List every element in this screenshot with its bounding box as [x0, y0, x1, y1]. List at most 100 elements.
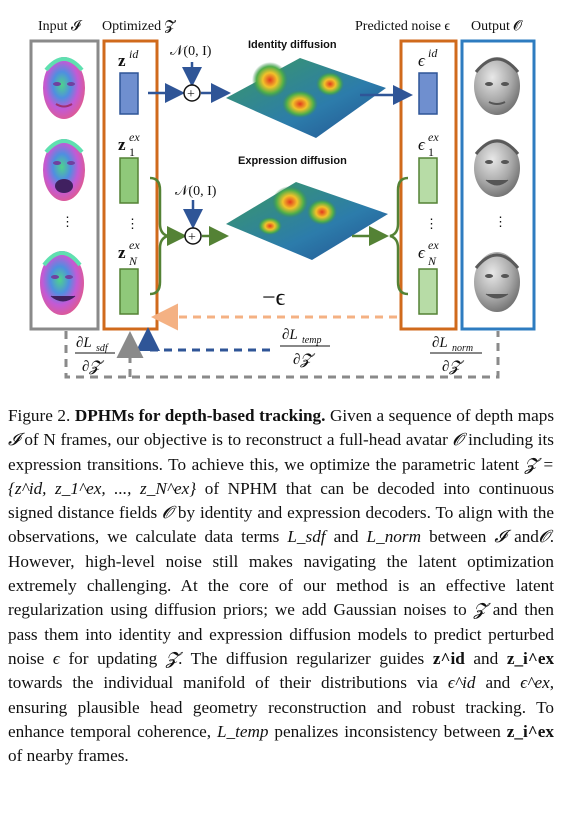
caption-text: of nearby frames.	[8, 746, 129, 766]
eps-id-sup: id	[428, 46, 438, 60]
z-id-latent	[119, 72, 139, 115]
z-id-sup: id	[129, 47, 139, 61]
eps-exN-label: ϵ	[418, 243, 426, 262]
caption-sym: 𝓩 = {z^id, z_1^ex, ..., z_N^ex}	[8, 454, 554, 498]
z-dots: ⋮	[126, 216, 139, 231]
caption-sym: ϵ	[52, 648, 60, 668]
z-ex1-label: z	[118, 135, 126, 154]
caption-sym: L_sdf	[287, 527, 326, 547]
lsdf-den: ∂𝓩	[82, 359, 104, 375]
caption-text: by identity and expression decoders. To …	[8, 503, 554, 547]
ltemp-sub: temp	[302, 335, 321, 346]
gaussian-label-expression: 𝒩(0, I)	[175, 184, 217, 199]
caption-sym: L_norm	[366, 527, 421, 547]
z-ex1-sub: 1	[129, 145, 135, 159]
eps-ex1-sub: 1	[428, 145, 434, 159]
z-exN-sub: N	[128, 254, 138, 268]
plus-node-expression	[184, 227, 202, 245]
caption-sym: 𝓞	[452, 430, 464, 450]
figure-caption: Figure 2. DPHMs for depth-based tracking…	[8, 404, 554, 768]
caption-sym: 𝓞	[162, 503, 173, 523]
output-box	[460, 39, 536, 331]
caption-sym: 𝓩	[473, 600, 486, 620]
identity-diffusion-label: Identity diffusion	[248, 39, 337, 51]
caption-sym: 𝓩	[165, 648, 179, 668]
ltemp-num: ∂L	[282, 327, 298, 343]
plus-symbol-identity: +	[187, 87, 195, 102]
header-predicted: Predicted noise ϵ	[355, 19, 450, 34]
caption-sym: 𝓞	[538, 527, 550, 547]
z-ex1-latent	[119, 157, 139, 204]
ltemp-den: ∂𝓩	[293, 352, 315, 368]
z-exN-sup: ex	[129, 238, 140, 252]
eps-ex1-sup: ex	[428, 130, 439, 144]
output-dots: ⋮	[494, 214, 507, 229]
lsdf-num: ∂L	[76, 335, 92, 351]
eps-exN-bar	[418, 268, 438, 315]
predicted-noise-box	[399, 39, 458, 331]
face-depth-icon	[43, 57, 85, 119]
optimized-box	[102, 39, 159, 331]
brace-icon	[149, 176, 169, 296]
eps-exN-sup: ex	[428, 238, 439, 252]
caption-text: of N frames, our objective is to reconst…	[24, 430, 448, 450]
caption-sym: z^id	[432, 648, 465, 668]
caption-sym: 𝓘	[8, 430, 20, 450]
plus-node-identity	[183, 84, 201, 102]
caption-text: and	[514, 527, 539, 547]
z-id-label: z	[118, 51, 126, 70]
plus-symbol-expression: +	[188, 230, 196, 245]
caption-sym: 𝓘	[494, 527, 507, 547]
caption-text: of NPHM that can be decoded into continu…	[8, 478, 555, 523]
face-depth-icon	[40, 251, 84, 315]
pipeline-figure: Input 𝓘 Optimized 𝓩 Predicted noise ϵ Ou…	[29, 19, 536, 379]
caption-text: including its expression transitions. To…	[8, 430, 554, 474]
z-exN-latent	[119, 268, 139, 315]
brace-icon	[389, 176, 409, 296]
lsdf-sub: sdf	[96, 343, 109, 354]
eps-ex1-bar	[418, 157, 438, 204]
eps-dots: ⋮	[425, 216, 438, 231]
caption-sym: L_temp	[216, 721, 269, 741]
diffusion-surface-icon	[226, 58, 386, 138]
caption-sym: ϵ^ex	[520, 673, 550, 693]
gaussian-label-identity: 𝒩(0, I)	[170, 44, 212, 59]
caption-sym: z_i^ex	[506, 721, 554, 741]
caption-text: . The diffusion regularizer guides	[178, 648, 425, 668]
caption-text: and then pass them into identity and exp…	[8, 600, 555, 668]
diffusion-surface-icon	[226, 182, 388, 260]
expression-diffusion-label: Expression diffusion	[238, 155, 347, 167]
header-output: Output 𝓞	[471, 19, 523, 34]
caption-label: Figure 2.	[8, 406, 71, 425]
eps-ex1-label: ϵ	[418, 135, 426, 154]
caption-text: , ensuring plausible head geometry recon…	[8, 673, 554, 741]
lnorm-num: ∂L	[432, 335, 448, 351]
caption-text: and	[485, 673, 511, 693]
caption-text: Given a sequence of depth maps	[329, 406, 555, 425]
caption-text: for updating	[68, 648, 158, 668]
lnorm-den: ∂𝓩	[442, 359, 464, 375]
header-optimized: Optimized 𝓩	[102, 19, 177, 34]
caption-text: towards the individual manifold of their…	[8, 673, 438, 693]
caption-sym: ϵ^id	[447, 673, 476, 693]
neg-eps-label: −ϵ	[262, 285, 286, 311]
input-dots: ⋮	[61, 214, 74, 229]
eps-id-label: ϵ	[418, 51, 426, 70]
face-mesh-icon	[474, 252, 520, 312]
eps-exN-sub: N	[427, 254, 437, 268]
caption-text: and	[333, 527, 359, 547]
caption-text: between	[429, 527, 487, 547]
eps-id-bar	[418, 72, 438, 115]
caption-title: DPHMs for depth-based tracking.	[74, 406, 326, 425]
lnorm-sub: norm	[452, 343, 473, 354]
header-input: Input 𝓘	[38, 19, 83, 34]
caption-sym: z_i^ex	[506, 648, 555, 668]
z-exN-label: z	[118, 243, 126, 262]
caption-text: penalizes inconsistency between	[274, 721, 501, 741]
caption-text: . However, high-level noise still makes …	[8, 527, 555, 620]
temporal-loss-arrow	[136, 327, 270, 352]
caption-text: and	[473, 648, 499, 668]
face-mesh-icon	[474, 57, 520, 115]
z-ex1-sup: ex	[129, 130, 140, 144]
face-mesh-icon	[474, 139, 520, 197]
